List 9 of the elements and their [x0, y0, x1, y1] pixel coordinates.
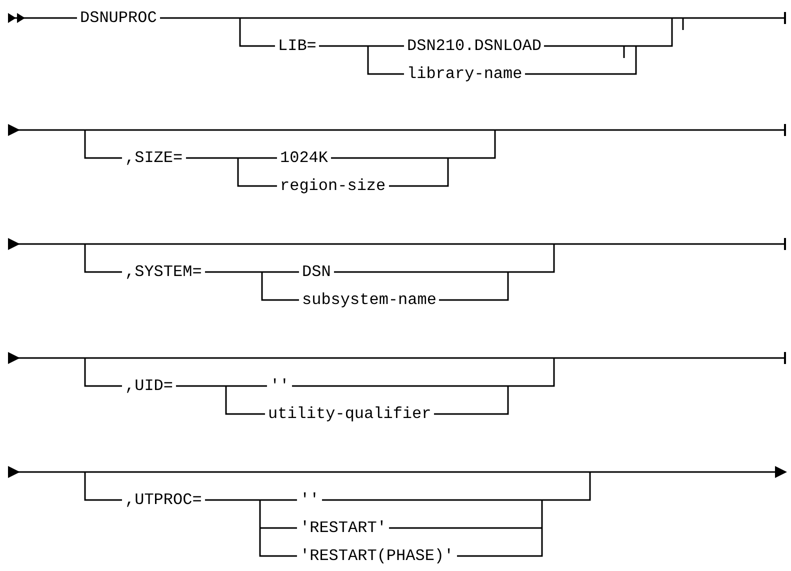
syntax-keyword: ,UID= — [122, 378, 176, 394]
syntax-keyword: region-size — [277, 178, 389, 194]
syntax-keyword: subsystem-name — [299, 292, 440, 308]
syntax-keyword: library-name — [404, 66, 526, 82]
syntax-keyword: ,UTPROC= — [122, 492, 205, 508]
syntax-keyword: utility-qualifier — [265, 406, 434, 422]
syntax-keyword: ,SYSTEM= — [122, 264, 205, 280]
syntax-keyword: ,SIZE= — [122, 150, 186, 166]
syntax-keyword: 'RESTART(PHASE)' — [297, 548, 457, 564]
